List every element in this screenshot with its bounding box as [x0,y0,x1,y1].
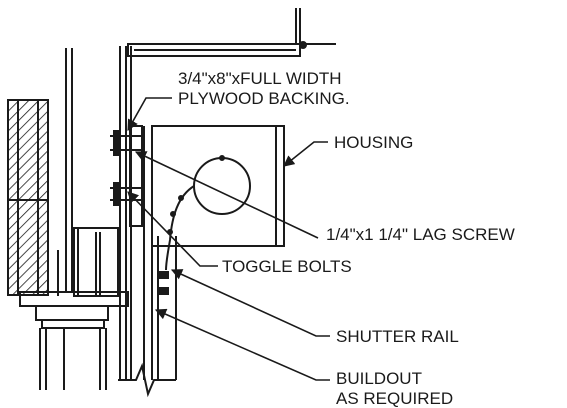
callout-plywood-line2: PLYWOOD BACKING. [178,89,350,108]
callout-buildout-line2: AS REQUIRED [336,389,453,408]
leader-lines [127,97,330,381]
callout-plywood-line1: 3/4"x8"xFULL WIDTH [178,69,342,88]
callout-lag-screw: 1/4"x1 1/4" LAG SCREW [326,225,515,244]
masonry-wall [7,99,49,296]
break-line [118,362,176,398]
callout-housing: HOUSING [334,133,413,152]
callout-shutter-rail: SHUTTER RAIL [336,327,459,346]
callout-toggle-bolts: TOGGLE BOLTS [222,257,352,276]
shutter-housing [151,125,285,271]
callout-buildout-line1: BUILDOUT [336,369,422,388]
wall-framing [65,46,132,380]
ceiling-framing [127,8,336,57]
window-frame [19,227,129,390]
